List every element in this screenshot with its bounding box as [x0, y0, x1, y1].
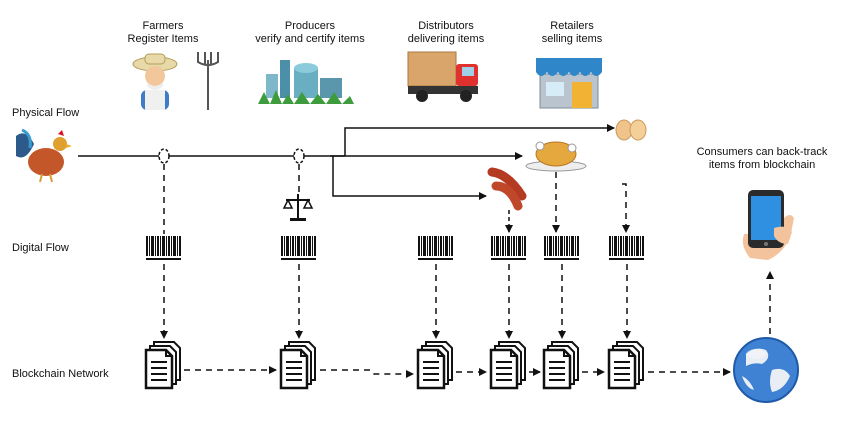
- scale-icon: [282, 194, 314, 221]
- farmer-checkpoint: [158, 148, 170, 164]
- factory-icon: [258, 60, 354, 104]
- barcode-icon: [491, 236, 526, 260]
- stage-label-retailers: Retailers selling items: [530, 20, 614, 46]
- rooster-icon: [16, 128, 72, 183]
- stage-title: Producers: [284, 20, 336, 32]
- row-label-digital-flow: Digital Flow: [12, 242, 69, 254]
- document-icon: [542, 340, 580, 390]
- stage-title: Distributors: [418, 20, 474, 32]
- sausage-icon: [487, 167, 527, 211]
- branch-to-sausage: [332, 156, 487, 200]
- producer-checkpoint: [293, 148, 305, 164]
- stage-label-producers: Producers verify and certify items: [245, 20, 375, 46]
- consumer-label: Consumers can back-track items from bloc…: [696, 146, 828, 171]
- eggs-icon: [615, 119, 647, 141]
- store-icon: [536, 58, 602, 109]
- stage-title: Farmers: [142, 20, 184, 32]
- stage-title: Retailers: [550, 20, 594, 32]
- stage-subtitle: verify and certify items: [255, 33, 365, 45]
- barcode-icon: [281, 236, 316, 260]
- document-icon: [279, 340, 317, 390]
- stage-subtitle: delivering items: [407, 33, 485, 45]
- barcode-icon: [146, 236, 181, 260]
- barcode-icon: [544, 236, 579, 260]
- barcode-icon: [609, 236, 644, 260]
- stage-label-distributors: Distributors delivering items: [398, 20, 494, 46]
- branch-to-eggs: [344, 124, 615, 156]
- globe-icon: [733, 337, 799, 403]
- stage-label-farmers: Farmers Register Items: [118, 20, 208, 46]
- row-label-blockchain-network: Blockchain Network: [12, 368, 109, 380]
- chain-link: [320, 369, 414, 378]
- document-icon: [607, 340, 645, 390]
- farmer-icon: [132, 53, 178, 110]
- pitchfork-icon: [197, 52, 219, 110]
- stage-subtitle: selling items: [541, 33, 603, 45]
- smartphone-icon: [742, 190, 794, 260]
- truck-icon: [407, 51, 478, 102]
- connector-eggs-barcode: [622, 183, 630, 233]
- document-icon: [416, 340, 454, 390]
- stage-subtitle: Register Items: [127, 33, 199, 45]
- barcode-icon: [418, 236, 453, 260]
- document-icon: [489, 340, 527, 390]
- document-icon: [144, 340, 182, 390]
- roast-chicken-icon: [525, 141, 587, 172]
- row-label-physical-flow: Physical Flow: [12, 107, 80, 119]
